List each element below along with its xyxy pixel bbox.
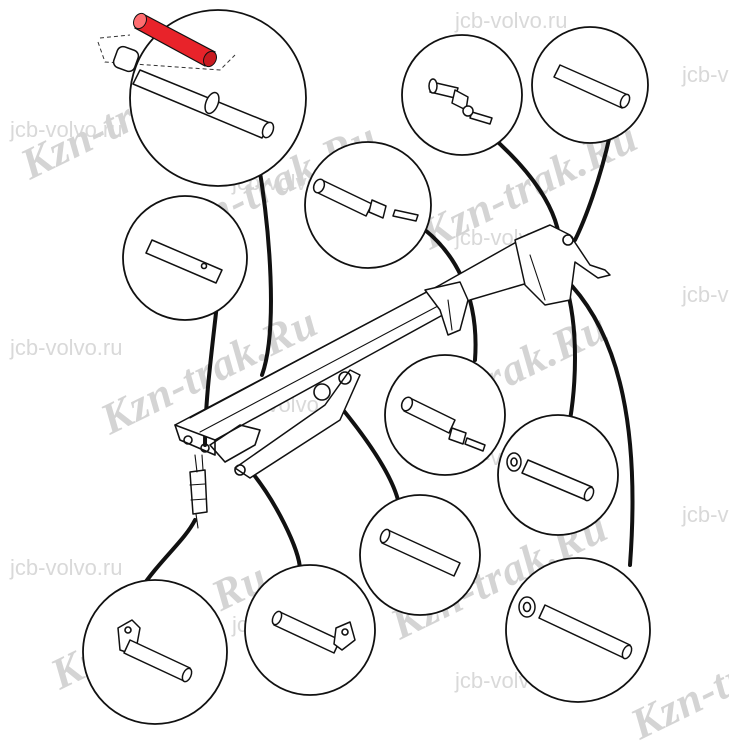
leader-line	[256, 158, 273, 377]
washer-hole	[510, 457, 518, 467]
watermark-text: jcb-volvo.ru	[9, 555, 122, 580]
callout-plain-pin-top-right[interactable]	[531, 26, 649, 144]
callout-pin-washer-bottom-right[interactable]	[505, 557, 651, 703]
boom-foot-hole	[200, 443, 210, 453]
cylinder-band	[189, 483, 207, 501]
bushing-end-icon	[203, 50, 217, 68]
pin-end	[621, 644, 633, 660]
lug-hole	[124, 626, 132, 634]
washer	[506, 452, 522, 472]
plain-pin	[145, 239, 223, 284]
hydraulic-cylinder	[189, 469, 208, 515]
pin-collar	[204, 91, 220, 115]
boom-end-bracket	[174, 424, 216, 456]
boom-box-edge	[447, 299, 453, 331]
exploded-view-dashes	[97, 34, 236, 71]
callout-plain-pin-center-bottom[interactable]	[359, 494, 481, 616]
boom-edge-line	[199, 296, 456, 433]
leader-line	[573, 133, 612, 242]
callout-bushing-pin[interactable]	[97, 9, 307, 187]
leader-line	[570, 284, 635, 567]
watermark-text: jcb-volvo.ru	[9, 335, 122, 360]
callout-pin-plate-bolt-center[interactable]	[384, 354, 506, 476]
dipper-hole	[313, 383, 331, 401]
boom-edge-line	[189, 289, 431, 419]
pin-end	[583, 486, 595, 502]
pin-end	[271, 610, 283, 626]
lug-plate	[333, 621, 356, 651]
watermark-text: jcb-volvo.ru	[681, 62, 729, 87]
dipper-hole	[338, 371, 352, 385]
head-pivot-hole	[562, 234, 574, 246]
watermark-text: jcb-volvo.ru	[681, 502, 729, 527]
pin-head	[400, 396, 414, 412]
head-web-line	[529, 254, 546, 301]
washer	[462, 105, 474, 117]
cylinder-end	[195, 513, 199, 529]
callout-plain-pin-left[interactable]	[122, 195, 248, 321]
boom-head	[514, 224, 611, 306]
pin-end	[261, 121, 275, 139]
callout-pin-washer-right[interactable]	[497, 414, 619, 536]
bolt	[392, 209, 419, 222]
callout-pin-plate-bolt-middle[interactable]	[304, 141, 432, 269]
pin-end	[379, 528, 391, 544]
dipper-arm	[234, 369, 361, 479]
boom-assembly	[174, 224, 611, 529]
link-plate	[209, 424, 261, 463]
spacer-ring	[112, 45, 140, 73]
callout-pin-plate-bolt-top[interactable]	[401, 34, 523, 156]
washer	[518, 596, 536, 618]
lug-hole	[341, 628, 349, 636]
boom-box-section	[424, 281, 469, 336]
watermark-text: jcb-volvo.ru	[9, 117, 122, 142]
pin-end	[619, 93, 631, 109]
leader-line	[248, 468, 302, 572]
watermark-text: jcb-volvo.ru	[454, 8, 567, 33]
dipper-pivot	[234, 464, 246, 476]
bushing-end-icon	[133, 12, 147, 30]
pin-head	[428, 78, 438, 94]
callout-pin-lug-bottom-left[interactable]	[82, 579, 228, 725]
long-pin	[132, 69, 271, 139]
bolt	[464, 437, 486, 452]
pin-end	[181, 667, 193, 683]
retaining-plate	[448, 427, 467, 445]
watermark-text: jcb-volvo.ru	[681, 282, 729, 307]
pin-hole	[200, 262, 208, 270]
boom-foot-hole	[183, 435, 193, 445]
washer-hole	[522, 601, 532, 613]
retaining-plate	[368, 199, 387, 219]
callout-pin-lug-bottom-center[interactable]	[244, 564, 376, 696]
pin-head	[312, 178, 326, 194]
cylinder-rod	[194, 454, 204, 473]
